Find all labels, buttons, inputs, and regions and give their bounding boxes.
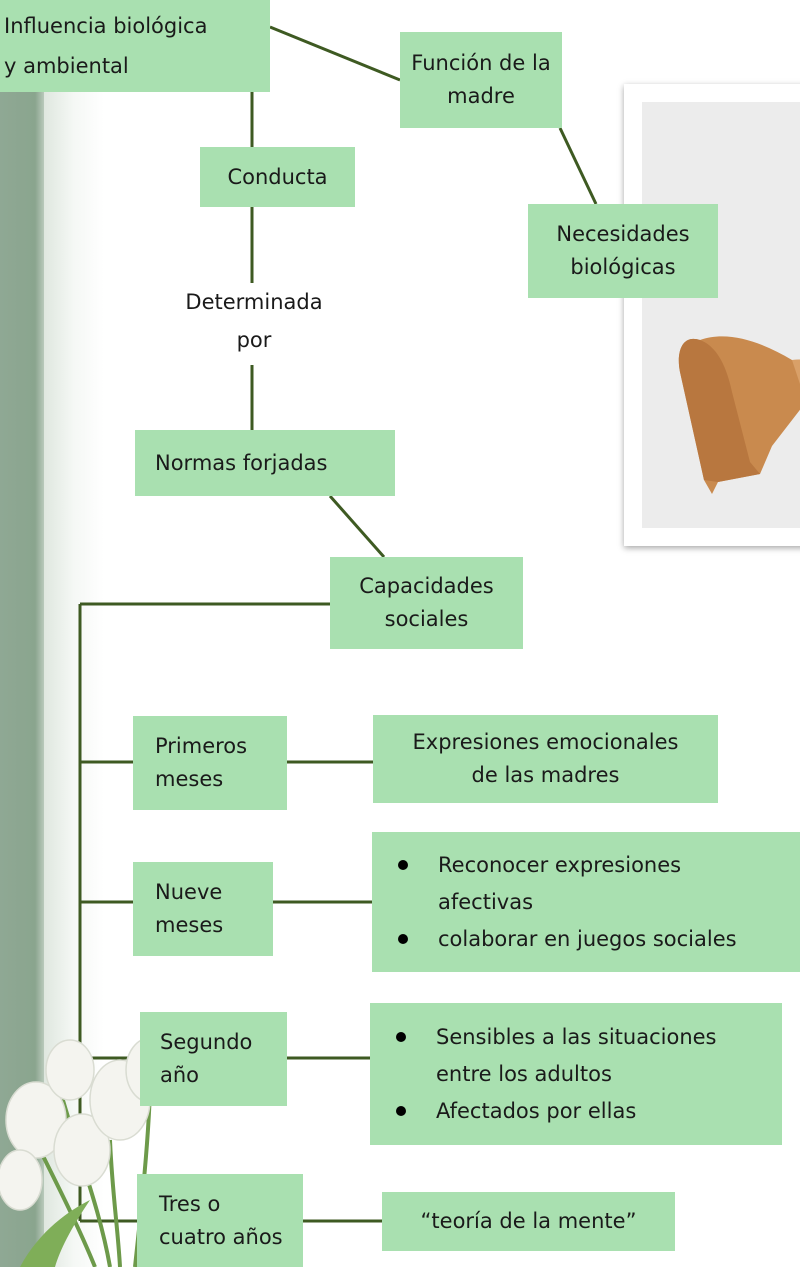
- segundo-bullet-list: Sensibles a las situaciones entre los ad…: [370, 1019, 717, 1130]
- node-expresiones-emocionales: Expresiones emocionales de las madres: [373, 715, 718, 803]
- node-nueve-list: Reconocer expresiones afectivas colabora…: [372, 832, 800, 972]
- node-influencia: Influencia biológica y ambiental: [0, 0, 270, 92]
- node-teoria-mente: “teoría de la mente”: [382, 1192, 675, 1251]
- segundo-item-2: Afectados por ellas: [396, 1093, 717, 1130]
- node-primeros-meses: Primeros meses: [133, 716, 287, 810]
- left-decorative-bar: [0, 0, 44, 1267]
- node-capacidades-sociales: Capacidades sociales: [330, 557, 523, 649]
- nueve-bullet-list: Reconocer expresiones afectivas colabora…: [372, 847, 737, 958]
- nueve-item-1: Reconocer expresiones afectivas: [398, 847, 737, 921]
- node-segundo-ano: Segundo año: [140, 1012, 287, 1106]
- node-conducta: Conducta: [200, 147, 355, 207]
- photo: [642, 102, 800, 528]
- node-segundo-list: Sensibles a las situaciones entre los ad…: [370, 1003, 782, 1145]
- armchair-image: [678, 336, 800, 494]
- node-tres-cuatro-anos: Tres o cuatro años: [137, 1174, 303, 1267]
- node-nueve-meses: Nueve meses: [133, 862, 273, 956]
- photo-frame: [624, 84, 800, 546]
- segundo-item-1: Sensibles a las situaciones entre los ad…: [396, 1019, 717, 1093]
- node-necesidades: Necesidades biológicas: [528, 204, 718, 298]
- label-determinada-por: Determinada por: [185, 290, 323, 352]
- node-funcion-madre: Función de la madre: [400, 32, 562, 128]
- nueve-item-2: colaborar en juegos sociales: [398, 921, 737, 958]
- node-normas-forjadas: Normas forjadas: [135, 430, 395, 496]
